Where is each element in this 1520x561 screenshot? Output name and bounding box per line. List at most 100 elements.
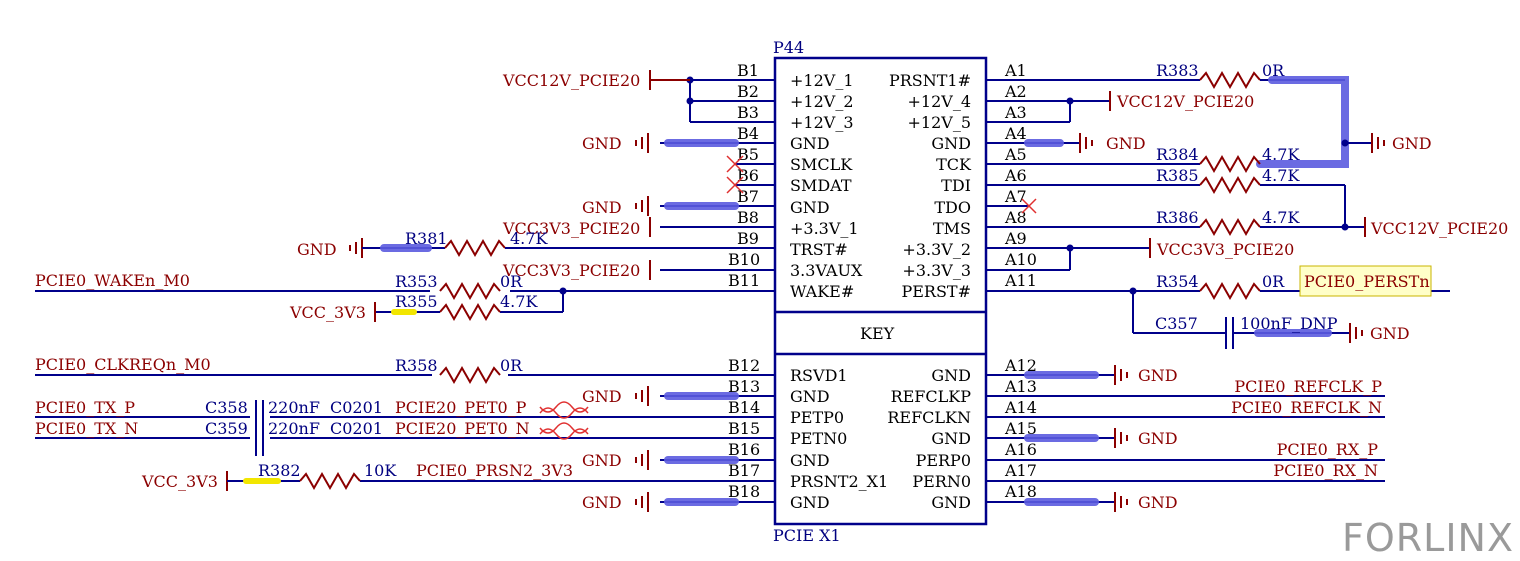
r382-group: VCC_3V3 R382 10K PCIE0_PRSN2_3V3 bbox=[141, 461, 573, 491]
svg-text:GND: GND bbox=[297, 240, 337, 259]
svg-text:+3.3V_2: +3.3V_2 bbox=[902, 240, 971, 259]
svg-text:GND: GND bbox=[790, 387, 830, 406]
svg-text:PRSNT2_X1: PRSNT2_X1 bbox=[790, 472, 888, 491]
svg-text:R385: R385 bbox=[1156, 166, 1199, 185]
svg-text:B8: B8 bbox=[737, 208, 759, 227]
svg-text:PRSNT1#: PRSNT1# bbox=[889, 71, 971, 90]
svg-text:GND: GND bbox=[582, 134, 622, 153]
svg-text:0R: 0R bbox=[1262, 272, 1285, 291]
svg-text:R386: R386 bbox=[1156, 208, 1199, 227]
r383-prsnt1: R383 0R GND bbox=[1156, 61, 1432, 168]
vcc3v3-b8: VCC3V3_PCIE20 bbox=[502, 217, 651, 238]
svg-text:PCIE0_CLKREQn_M0: PCIE0_CLKREQn_M0 bbox=[35, 355, 211, 374]
svg-text:A15: A15 bbox=[1004, 419, 1037, 438]
svg-text:PERN0: PERN0 bbox=[912, 472, 971, 491]
svg-text:GND: GND bbox=[1392, 134, 1432, 153]
gnd-a15: GND bbox=[1024, 427, 1178, 449]
svg-text:TCK: TCK bbox=[936, 155, 972, 174]
svg-text:4.7K: 4.7K bbox=[1262, 208, 1300, 227]
svg-text:GND: GND bbox=[582, 198, 622, 217]
net-perst: PCIE0_PERSTn bbox=[1304, 272, 1430, 291]
r381-group: GND R381 4.7K bbox=[297, 229, 560, 259]
no-connect-b5-b6 bbox=[726, 155, 744, 194]
svg-text:+12V_2: +12V_2 bbox=[790, 92, 854, 111]
svg-text:B16: B16 bbox=[728, 440, 760, 459]
svg-text:PERST#: PERST# bbox=[901, 282, 971, 301]
clkreq-circuit: PCIE0_CLKREQn_M0 R358 0R bbox=[35, 355, 523, 384]
svg-text:+12V_1: +12V_1 bbox=[790, 71, 854, 90]
svg-text:PCIE0_RX_N: PCIE0_RX_N bbox=[1273, 461, 1378, 480]
svg-text:VCC3V3_PCIE20: VCC3V3_PCIE20 bbox=[502, 219, 640, 238]
svg-text:C359: C359 bbox=[205, 419, 248, 438]
gnd-a4: GND bbox=[1024, 132, 1146, 154]
gnd-b4: GND bbox=[582, 132, 739, 154]
connector-designator: P44 bbox=[773, 38, 804, 57]
svg-text:R353: R353 bbox=[395, 272, 438, 291]
tx-coupling-caps: PCIE0_TX_P PCIE0_TX_N C358 220nF C0201 C… bbox=[35, 398, 589, 456]
svg-text:B14: B14 bbox=[728, 398, 760, 417]
svg-text:R358: R358 bbox=[395, 356, 438, 375]
svg-text:PCIE0_TX_P: PCIE0_TX_P bbox=[35, 398, 135, 417]
connector-footer: PCIE X1 bbox=[773, 526, 841, 545]
svg-text:REFCLKN: REFCLKN bbox=[887, 408, 971, 427]
svg-text:GND: GND bbox=[1370, 324, 1410, 343]
gnd-a18: GND bbox=[1024, 491, 1178, 513]
svg-text:GND: GND bbox=[931, 429, 971, 448]
svg-text:C358: C358 bbox=[205, 398, 248, 417]
svg-text:B9: B9 bbox=[737, 229, 759, 248]
svg-text:A1: A1 bbox=[1004, 61, 1027, 80]
svg-text:B17: B17 bbox=[728, 461, 760, 480]
svg-text:GND: GND bbox=[790, 451, 830, 470]
svg-text:A12: A12 bbox=[1004, 356, 1037, 375]
svg-text:A7: A7 bbox=[1004, 187, 1027, 206]
svg-text:TDO: TDO bbox=[934, 198, 971, 217]
svg-text:R384: R384 bbox=[1156, 145, 1199, 164]
svg-text:GND: GND bbox=[790, 134, 830, 153]
svg-text:A8: A8 bbox=[1004, 208, 1027, 227]
svg-text:VCC3V3_PCIE20: VCC3V3_PCIE20 bbox=[502, 261, 640, 280]
svg-text:PCIE0_REFCLK_P: PCIE0_REFCLK_P bbox=[1234, 377, 1382, 396]
svg-text:WAKE#: WAKE# bbox=[790, 282, 854, 301]
svg-text:100nF_DNP: 100nF_DNP bbox=[1240, 314, 1338, 333]
svg-text:PETN0: PETN0 bbox=[790, 429, 847, 448]
gnd-b18: GND bbox=[582, 491, 739, 513]
wake-circuit: PCIE0_WAKEn_M0 R353 0R VCC_3V3 R355 4.7K bbox=[35, 271, 567, 322]
svg-text:A10: A10 bbox=[1004, 250, 1037, 269]
svg-text:B12: B12 bbox=[728, 356, 760, 375]
gnd-b7: GND bbox=[582, 195, 739, 217]
gnd-b13: GND bbox=[582, 385, 739, 407]
svg-text:4.7K: 4.7K bbox=[1262, 166, 1300, 185]
svg-text:VCC3V3_PCIE20: VCC3V3_PCIE20 bbox=[1156, 240, 1294, 259]
svg-text:GND: GND bbox=[931, 493, 971, 512]
svg-text:TDI: TDI bbox=[941, 176, 971, 195]
vcc3v3-a9-a10: VCC3V3_PCIE20 bbox=[1066, 238, 1294, 270]
svg-text:VCC_3V3: VCC_3V3 bbox=[141, 472, 218, 491]
svg-text:C0201: C0201 bbox=[330, 398, 383, 417]
svg-text:B1: B1 bbox=[737, 61, 759, 80]
svg-text:PCIE0_RX_P: PCIE0_RX_P bbox=[1277, 440, 1379, 459]
svg-text:10K: 10K bbox=[364, 461, 397, 480]
svg-text:220nF: 220nF bbox=[268, 419, 320, 438]
net-wake: PCIE0_WAKEn_M0 bbox=[35, 271, 190, 290]
right-pins: A1 A2 A3 A4 A5 A6 A7 A8 A9 A10 A11 A12 A… bbox=[887, 61, 1385, 512]
svg-text:TMS: TMS bbox=[933, 219, 971, 238]
svg-text:B18: B18 bbox=[728, 482, 760, 501]
svg-text:B15: B15 bbox=[728, 419, 760, 438]
svg-text:A3: A3 bbox=[1004, 103, 1027, 122]
svg-text:B10: B10 bbox=[728, 250, 760, 269]
net-vcc12v-left: VCC12V_PCIE20 bbox=[502, 71, 640, 90]
svg-text:PCIE0_TX_N: PCIE0_TX_N bbox=[35, 419, 138, 438]
svg-text:RSVD1: RSVD1 bbox=[790, 366, 848, 385]
svg-text:R382: R382 bbox=[258, 461, 301, 480]
svg-text:GND: GND bbox=[582, 451, 622, 470]
svg-text:PCIE20_PET0_N: PCIE20_PET0_N bbox=[395, 419, 530, 438]
svg-text:A9: A9 bbox=[1004, 229, 1027, 248]
svg-text:SMCLK: SMCLK bbox=[790, 155, 853, 174]
rx-nets: PCIE0_RX_P PCIE0_RX_N bbox=[1273, 440, 1378, 480]
svg-text:VCC_3V3: VCC_3V3 bbox=[289, 303, 366, 322]
svg-text:PCIE20_PET0_P: PCIE20_PET0_P bbox=[395, 398, 527, 417]
svg-text:GND: GND bbox=[582, 387, 622, 406]
vcc3v3-b10: VCC3V3_PCIE20 bbox=[502, 260, 651, 280]
svg-text:B3: B3 bbox=[737, 103, 759, 122]
svg-text:GND: GND bbox=[1106, 134, 1146, 153]
